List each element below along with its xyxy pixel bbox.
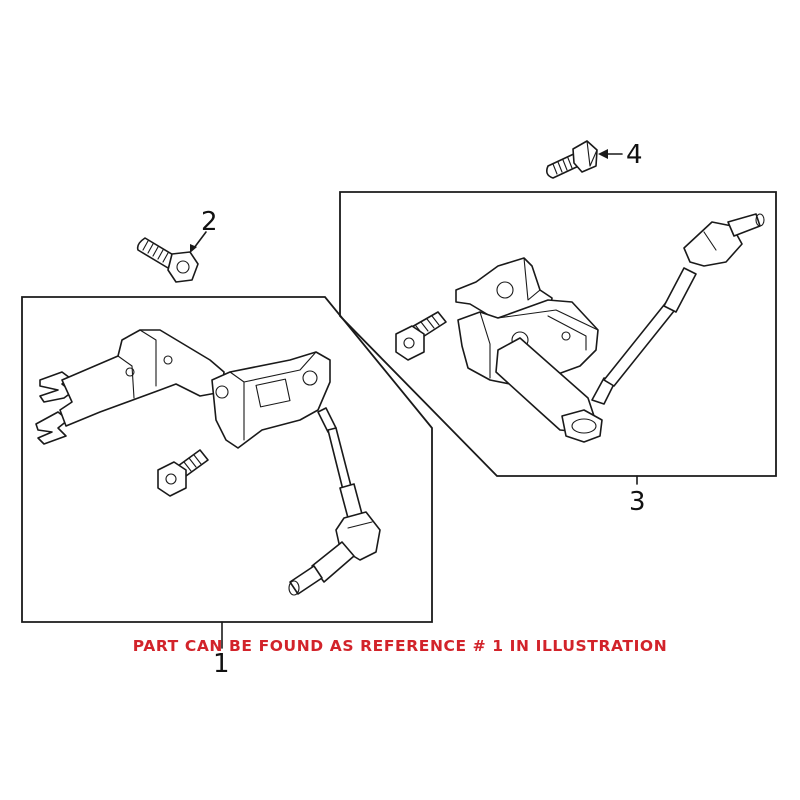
headlamp-level-sensor-part-1 — [35, 329, 381, 596]
callout-4-number: 4 — [626, 140, 643, 170]
bolt-part-3-mount — [395, 311, 447, 361]
part-1-frame — [21, 296, 433, 623]
callout-1-number: 1 — [213, 649, 230, 679]
bolt-part-4 — [546, 140, 598, 179]
headlamp-level-sensor-part-3 — [455, 213, 765, 443]
callout-2-number: 2 — [201, 207, 218, 237]
reference-note: PART CAN BE FOUND AS REFERENCE # 1 IN IL… — [132, 637, 668, 655]
callout-4-arrow — [598, 149, 623, 159]
bolt-part-1-mount — [157, 449, 209, 497]
callout-2-arrow — [190, 231, 207, 253]
callout-3-number: 3 — [629, 487, 646, 517]
bolt-part-2 — [136, 237, 199, 283]
